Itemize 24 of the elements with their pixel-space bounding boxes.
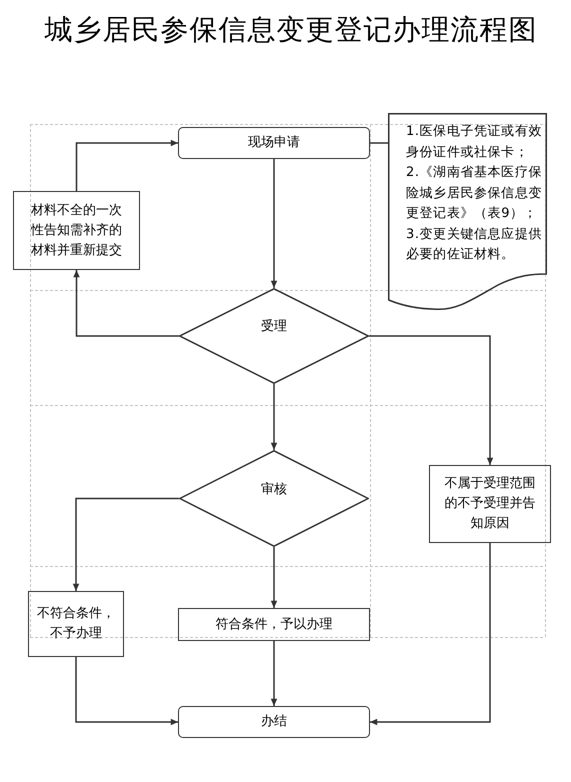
arrow xyxy=(72,498,179,591)
note-text: 3.变更关键信息应提供必要的佐证材料。 xyxy=(406,226,542,264)
arrow xyxy=(369,335,494,465)
document-shape xyxy=(388,113,547,310)
process-box: 材料不全的一次性告知需补齐的材料并重新提交 xyxy=(13,191,140,270)
arrow xyxy=(75,657,178,726)
arrow xyxy=(270,547,278,608)
connector-line xyxy=(370,142,388,144)
rounded-box: 办结 xyxy=(178,706,370,738)
arrow xyxy=(76,140,178,191)
process-box: 不符合条件，不予办理 xyxy=(28,591,124,657)
note-text: 1.医保电子凭证或有效身份证件或社保卡； xyxy=(406,123,542,162)
rounded-box: 现场申请 xyxy=(178,127,370,159)
title: 城乡居民参保信息变更登记办理流程图 xyxy=(44,12,538,48)
decision-diamond: 审核 xyxy=(179,450,369,547)
decision-diamond: 受理 xyxy=(179,288,369,384)
arrow xyxy=(73,270,179,337)
arrow xyxy=(270,641,278,706)
arrow xyxy=(370,543,491,726)
arrow xyxy=(270,384,278,450)
arrow xyxy=(270,159,278,288)
note-text: 2.《湖南省基本医疗保险城乡居民参保信息变更登记表》（表9）； xyxy=(406,164,542,223)
process-box: 符合条件，予以办理 xyxy=(178,608,370,641)
process-box: 不属于受理范围的不予受理并告知原因 xyxy=(429,465,551,543)
